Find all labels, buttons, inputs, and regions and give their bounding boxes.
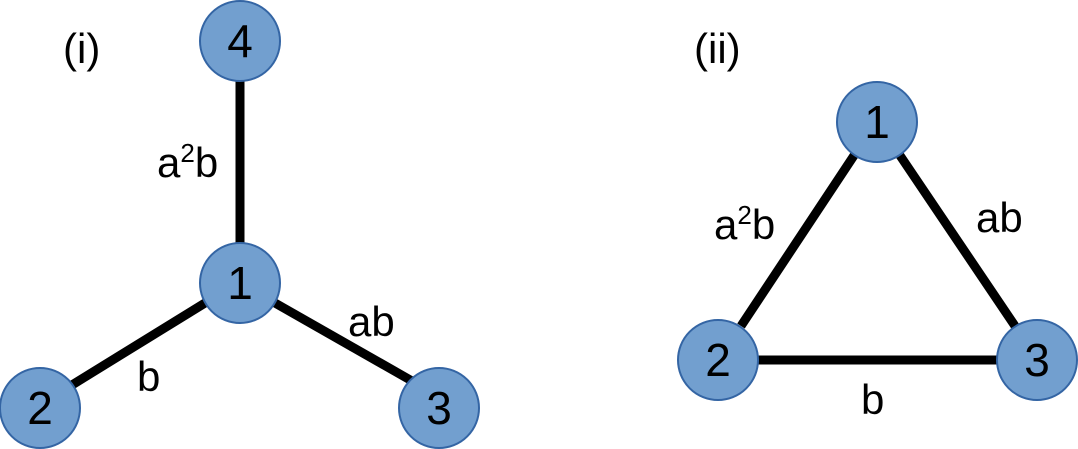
- node-ii-3: 3: [996, 319, 1078, 401]
- panel-i: (i) a2b b ab 4 1 2 3: [0, 0, 480, 449]
- panel-ii: (ii) a2b ab b 1 2 3: [677, 25, 1078, 423]
- node-i-3: 3: [398, 367, 480, 449]
- node-label: 4: [227, 15, 253, 67]
- node-i-2: 2: [0, 367, 81, 449]
- node-label: 3: [1024, 334, 1050, 386]
- edge-label-1-4: a2b: [157, 138, 218, 186]
- node-label: 1: [227, 257, 253, 309]
- panel-label-i: (i): [63, 25, 100, 72]
- node-label: 1: [864, 96, 890, 148]
- node-i-1: 1: [199, 242, 281, 324]
- node-i-4: 4: [199, 0, 281, 82]
- edge-label-1-3: ab: [976, 194, 1023, 241]
- node-ii-1: 1: [836, 81, 918, 163]
- node-label: 2: [27, 382, 53, 434]
- edge-label-2-3: b: [861, 376, 884, 423]
- edge-label-1-3: ab: [348, 298, 395, 345]
- edge-label-1-2: b: [137, 353, 160, 400]
- edge-1-3: [272, 299, 415, 385]
- edge-label-1-2: a2b: [714, 200, 775, 248]
- node-label: 3: [426, 382, 452, 434]
- node-label: 2: [705, 334, 731, 386]
- edge-1-2: [69, 299, 208, 389]
- panel-label-ii: (ii): [694, 25, 741, 72]
- edge-1-2: [737, 151, 859, 329]
- edge-1-3: [895, 151, 1019, 329]
- node-ii-2: 2: [677, 319, 759, 401]
